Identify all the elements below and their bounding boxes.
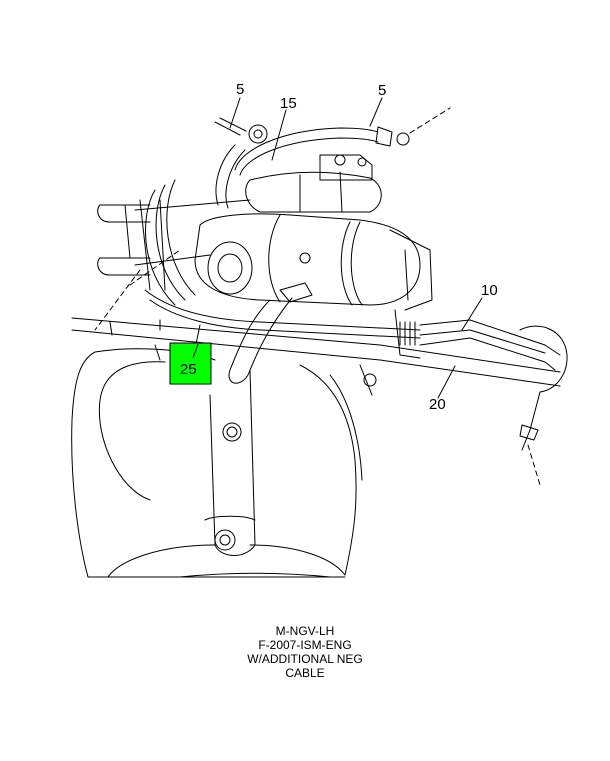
diagram-caption: M-NGV-LH F-2007-ISM-ENG W/ADDITIONAL NEG… [0,624,610,680]
callout-label: 5 [378,82,386,99]
callout-label: 25 [180,361,197,378]
caption-line: CABLE [285,666,325,680]
caption-line: W/ADDITIONAL NEG [247,652,363,666]
callout-label: 5 [236,81,244,98]
callout-label: 10 [481,282,498,299]
leader-lines [195,97,483,399]
parts-diagram: 5 15 5 10 25 20 [71,81,568,578]
frame-rail [71,317,561,396]
left-brackets [97,199,251,291]
callout-label: 20 [429,396,446,413]
caption-line: F-2007-ISM-ENG [258,638,352,652]
highlight-box [169,342,212,385]
cable-harness [94,107,568,486]
callout-label: 15 [280,95,297,112]
frame-structure [71,348,363,578]
caption-line: M-NGV-LH [275,624,335,638]
